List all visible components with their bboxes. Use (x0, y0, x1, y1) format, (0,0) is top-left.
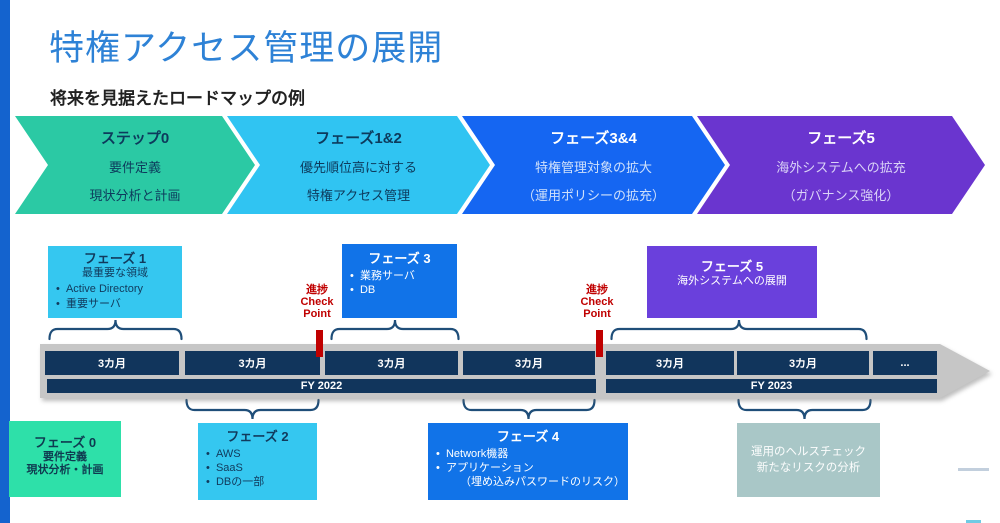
phase2-box: フェーズ 2 AWS SaaS DBの一部 (198, 423, 317, 500)
health-line: 運用のヘルスチェック (751, 445, 866, 458)
decorative-line (966, 520, 981, 523)
timeline-segment: 3カ月 (45, 351, 179, 375)
checkpoint-line: Check (580, 296, 614, 309)
list-item: Active Directory (56, 282, 182, 296)
chevron-phase3-4: フェーズ3&4 特権管理対象の拡大 （運用ポリシーの拡充） (462, 116, 725, 214)
phase3-title: フェーズ 3 (368, 251, 431, 266)
checkpoint-label: 進捗 Check Point (567, 284, 627, 320)
decorative-line (958, 468, 989, 471)
checkpoint-line: Point (583, 308, 611, 321)
phase2-bullets: AWS SaaS DBの一部 (198, 447, 317, 490)
phase3-box: フェーズ 3 業務サーバ DB (342, 244, 457, 318)
chevron-title: ステップ0 (100, 130, 170, 147)
chevron-title: フェーズ5 (807, 130, 875, 147)
checkpoint-tick (316, 330, 323, 357)
fiscal-year-bar: FY 2023 (606, 379, 937, 393)
list-item-note: （埋め込みパスワードのリスク） (460, 476, 625, 489)
phase2-title: フェーズ 2 (226, 429, 289, 444)
list-item: Network機器 (436, 447, 628, 461)
brace-connector (48, 319, 183, 341)
chevron-line: 特権管理対象の拡大 (534, 160, 652, 175)
checkpoint-tick (596, 330, 603, 357)
left-accent-bar (0, 0, 10, 523)
phase1-subtitle: 最重要な領域 (82, 266, 148, 279)
checkpoint-line: 進捗 (306, 284, 328, 296)
chevron-line: 現状分析と計画 (89, 188, 181, 203)
page-subtitle: 将来を見据えたロードマップの例 (50, 89, 305, 108)
chevron-title: フェーズ1&2 (315, 130, 402, 147)
chevron-phase5: フェーズ5 海外システムへの拡充 （ガバナンス強化） (697, 116, 985, 214)
health-check-box: 運用のヘルスチェック 新たなリスクの分析 (737, 423, 880, 497)
checkpoint-line: Point (303, 308, 331, 321)
timeline-arrow: 3カ月 3カ月 3カ月 3カ月 3カ月 3カ月 ... FY 2022 FY 2… (40, 344, 990, 398)
brace-connector (462, 398, 596, 420)
timeline-segment: 3カ月 (463, 351, 595, 375)
phase5-subtitle: 海外システムへの展開 (677, 274, 787, 287)
page-title: 特権アクセス管理の展開 (49, 29, 444, 68)
chevron-phase1-2: フェーズ1&2 優先順位高に対する 特権アクセス管理 (227, 116, 490, 214)
brace-connector (737, 398, 872, 420)
brace-connector (330, 319, 460, 341)
fiscal-year-bar: FY 2022 (47, 379, 596, 393)
checkpoint-line: Check (300, 296, 334, 309)
phase0-title: フェーズ 0 (33, 435, 97, 450)
list-item: AWS (206, 447, 317, 461)
list-item: DB (350, 283, 457, 297)
phase1-bullets: Active Directory 重要サーバ (48, 282, 182, 311)
phase0-box: フェーズ 0 要件定義 現状分析・計画 (9, 421, 121, 497)
phase5-title: フェーズ 5 (700, 259, 764, 274)
phase5-box: フェーズ 5 海外システムへの展開 (647, 246, 817, 318)
list-item: SaaS (206, 461, 317, 475)
list-item: 業務サーバ (350, 269, 457, 283)
chevron-step0: ステップ0 要件定義 現状分析と計画 (15, 116, 255, 214)
chevron-line: （運用ポリシーの拡充） (521, 188, 665, 203)
phase3-bullets: 業務サーバ DB (342, 269, 457, 298)
chevron-line: 優先順位高に対する (299, 160, 417, 175)
phase4-box: フェーズ 4 Network機器 アプリケーション （埋め込みパスワードのリスク… (428, 423, 628, 500)
list-item: アプリケーション (436, 461, 628, 475)
brace-connector (610, 319, 868, 341)
list-item: DBの一部 (206, 475, 317, 489)
phase0-line: 要件定義 (43, 450, 87, 463)
timeline-segment: 3カ月 (606, 351, 734, 375)
checkpoint-label: 進捗 Check Point (287, 284, 347, 320)
timeline-segment: ... (873, 351, 937, 375)
phase4-bullets: Network機器 アプリケーション （埋め込みパスワードのリスク） (428, 447, 628, 490)
timeline-segment: 3カ月 (737, 351, 869, 375)
timeline-body: 3カ月 3カ月 3カ月 3カ月 3カ月 3カ月 ... FY 2022 FY 2… (40, 344, 990, 398)
chevron-line: （ガバナンス強化） (782, 188, 900, 203)
chevron-title: フェーズ3&4 (550, 130, 637, 147)
list-item: 重要サーバ (56, 297, 182, 311)
chevron-line: 海外システムへの拡充 (776, 160, 906, 175)
phase4-title: フェーズ 4 (496, 429, 560, 444)
timeline-segment: 3カ月 (325, 351, 458, 375)
phase1-box: フェーズ 1 最重要な領域 Active Directory 重要サーバ (48, 246, 182, 318)
chevron-line: 要件定義 (108, 160, 161, 175)
health-line: 新たなリスクの分析 (756, 462, 861, 474)
timeline-segment: 3カ月 (185, 351, 320, 375)
phase1-title: フェーズ 1 (83, 251, 147, 266)
chevron-line: 特権アクセス管理 (306, 188, 411, 203)
checkpoint-line: 進捗 (586, 284, 608, 296)
phase0-line: 現状分析・計画 (26, 464, 104, 477)
brace-connector (185, 398, 320, 420)
